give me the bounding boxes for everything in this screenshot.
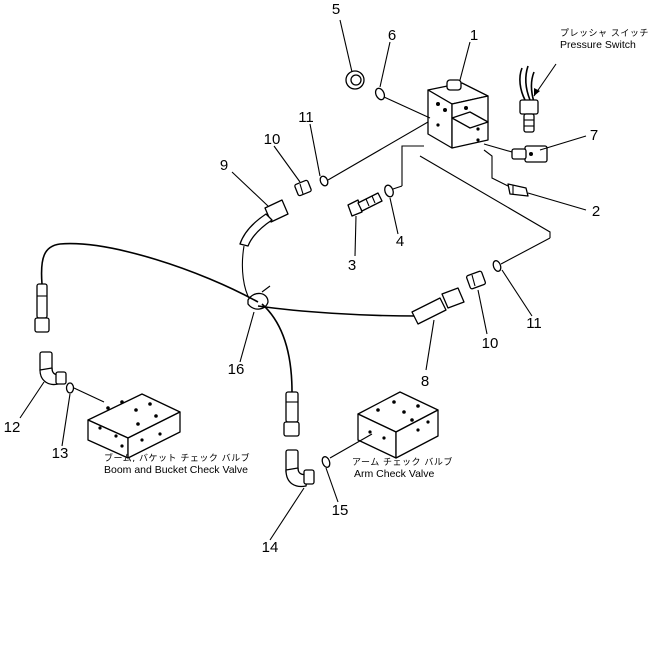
part-number-8: 8 [421,373,429,390]
adapter-10-upper [294,179,312,197]
hose-8 [257,305,419,317]
part-number-12: 12 [4,419,21,436]
o-ring-11-lower [492,260,502,272]
elbow-fitting-14 [285,449,315,488]
part-number-11-upper: 11 [298,109,314,126]
plug-2 [507,183,529,197]
o-ring-11-upper [319,175,329,187]
part-number-labels: 1 2 3 4 5 6 7 8 9 10 10 11 11 12 13 14 1… [4,1,601,556]
part-number-1: 1 [470,27,478,44]
bolt-3 [347,192,383,217]
main-valve-block [427,79,489,149]
arm-check-label-jp: アーム チェック バルブ [352,456,453,468]
component-labels: プレッシャ スイッチ Pressure Switch ブーム, バケット チェッ… [104,28,649,480]
part-number-10-lower: 10 [482,335,499,352]
part-number-13: 13 [52,445,69,462]
part-number-9: 9 [220,157,228,174]
part-number-16: 16 [228,361,245,378]
pressure-switch-label-en: Pressure Switch [560,39,636,51]
elbow-fitting-7 [511,145,548,163]
part-number-4: 4 [396,233,404,250]
connection-lines [73,96,551,459]
o-ring-6 [374,87,386,101]
part-number-15: 15 [332,502,349,519]
boom-bucket-label-jp: ブーム, バケット チェック バルブ [104,452,250,464]
part-number-3: 3 [348,257,356,274]
part-number-11-lower: 11 [526,315,542,332]
part-number-14: 14 [262,539,279,556]
part-number-10-upper: 10 [264,131,281,148]
pressure-switch-icon [519,65,539,133]
adapter-10-lower [466,270,486,290]
arm-check-valve-block [357,391,439,459]
boom-bucket-label-en: Boom and Bucket Check Valve [104,464,248,476]
plug-5 [345,70,365,90]
o-ring-13 [65,382,75,394]
part-number-5: 5 [332,1,340,18]
hose-9 [239,199,289,301]
part-number-7: 7 [590,127,598,144]
boom-bucket-check-valve-block [87,393,181,459]
part-number-6: 6 [388,27,396,44]
elbow-fitting-12 [39,351,67,386]
arm-check-label-en: Arm Check Valve [354,468,434,480]
hose-left [40,242,259,303]
washer-4 [384,184,394,198]
leader-lines [19,19,587,541]
o-ring-15 [321,456,331,468]
hose-left-end [34,283,50,333]
hose-8-end [411,287,465,325]
hose-down-end [283,391,300,437]
pressure-switch-label-jp: プレッシャ スイッチ [560,28,649,39]
part-number-2: 2 [592,203,600,220]
hose-down [261,303,293,393]
